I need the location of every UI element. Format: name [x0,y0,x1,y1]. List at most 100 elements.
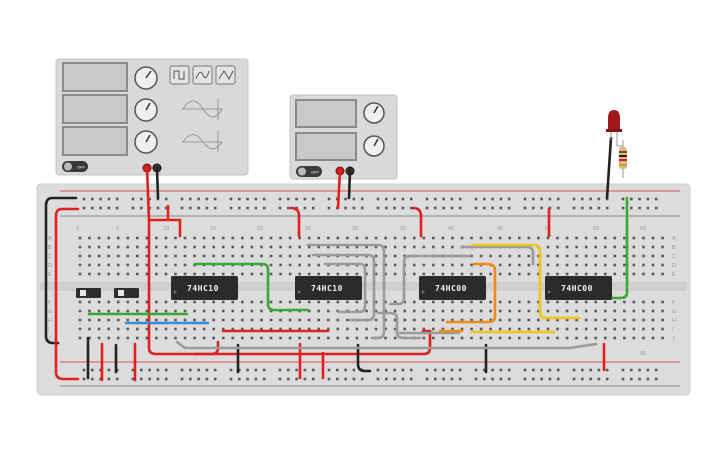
breadboard-hole[interactable] [221,318,225,322]
rail-hole[interactable] [164,377,168,381]
rail-hole[interactable] [156,377,160,381]
rail-hole[interactable] [450,368,454,372]
breadboard-hole[interactable] [603,272,607,276]
breadboard-hole[interactable] [241,309,244,313]
breadboard-hole[interactable] [537,236,540,240]
breadboard-hole[interactable] [584,254,588,258]
rail-hole[interactable] [523,197,527,201]
breadboard-hole[interactable] [126,336,130,340]
breadboard-hole[interactable] [451,272,454,276]
rail-hole[interactable] [589,197,592,201]
breadboard-hole[interactable] [527,254,531,258]
rail-hole[interactable] [474,377,478,381]
breadboard-hole[interactable] [307,245,311,249]
breadboard-hole[interactable] [584,309,588,313]
breadboard-hole[interactable] [269,336,273,340]
breadboard-hole[interactable] [269,236,273,240]
breadboard-hole[interactable] [384,236,387,240]
breadboard-hole[interactable] [298,272,301,276]
breadboard-hole[interactable] [279,318,282,322]
rail-hole[interactable] [474,197,478,201]
breadboard-hole[interactable] [603,309,607,313]
rail-hole[interactable] [523,206,527,210]
breadboard-hole[interactable] [393,327,397,331]
breadboard-hole[interactable] [298,245,301,249]
breadboard-hole[interactable] [212,245,215,249]
breadboard-hole[interactable] [164,272,168,276]
breadboard-hole[interactable] [346,318,349,322]
breadboard-hole[interactable] [279,336,282,340]
breadboard-hole[interactable] [221,336,225,340]
breadboard-hole[interactable] [317,309,321,313]
breadboard-hole[interactable] [518,272,521,276]
rail-hole[interactable] [213,206,217,210]
breadboard-hole[interactable] [269,263,273,267]
rail-hole[interactable] [393,377,396,381]
breadboard-hole[interactable] [155,254,158,258]
breadboard-hole[interactable] [584,272,588,276]
rail-hole[interactable] [91,197,94,201]
breadboard-hole[interactable] [107,272,110,276]
rail-hole[interactable] [507,206,511,210]
rail-hole[interactable] [238,377,241,381]
breadboard-hole[interactable] [489,272,492,276]
breadboard-hole[interactable] [498,272,502,276]
wire-gray-1[interactable] [306,243,386,340]
breadboard-hole[interactable] [556,300,559,304]
power-supply[interactable]: OFF [289,94,398,180]
breadboard-hole[interactable] [623,254,626,258]
breadboard-hole[interactable] [116,254,120,258]
breadboard-hole[interactable] [441,300,445,304]
rail-hole[interactable] [91,377,94,381]
rail-hole[interactable] [246,206,249,210]
rail-hole[interactable] [556,377,560,381]
rail-hole[interactable] [376,368,380,372]
breadboard-hole[interactable] [565,327,569,331]
breadboard-hole[interactable] [107,300,110,304]
breadboard-hole[interactable] [212,318,215,322]
breadboard-hole[interactable] [623,272,626,276]
breadboard-hole[interactable] [260,318,263,322]
fg-power-switch[interactable]: OFF [62,161,88,172]
breadboard-hole[interactable] [221,245,225,249]
breadboard-hole[interactable] [613,327,617,331]
breadboard-hole[interactable] [336,272,340,276]
breadboard-hole[interactable] [412,300,416,304]
breadboard-hole[interactable] [155,236,158,240]
breadboard-hole[interactable] [241,272,244,276]
breadboard-hole[interactable] [594,263,597,267]
breadboard-hole[interactable] [451,236,454,240]
rail-hole[interactable] [442,368,445,372]
breadboard-hole[interactable] [575,263,578,267]
wires[interactable] [44,136,629,382]
breadboard-hole[interactable] [422,327,426,331]
breadboard-hole[interactable] [250,236,254,240]
rail-hole[interactable] [140,197,143,201]
breadboard-hole[interactable] [384,245,387,249]
breadboard-hole[interactable] [613,300,617,304]
rail-hole[interactable] [589,206,592,210]
rail-hole[interactable] [278,377,282,381]
wire-gray-4[interactable] [388,254,472,306]
breadboard-hole[interactable] [241,236,244,240]
rail-hole[interactable] [572,377,576,381]
breadboard-hole[interactable] [537,272,540,276]
rail-hole[interactable] [385,368,388,372]
breadboard-hole[interactable] [279,272,282,276]
rail-hole[interactable] [548,197,552,201]
breadboard-hole[interactable] [470,336,473,340]
breadboard-hole[interactable] [508,309,512,313]
breadboard-hole[interactable] [451,318,454,322]
breadboard-hole[interactable] [298,327,301,331]
rail-hole[interactable] [131,377,135,381]
breadboard-hole[interactable] [451,263,454,267]
breadboard-hole[interactable] [145,254,149,258]
breadboard-hole[interactable] [613,254,617,258]
breadboard-hole[interactable] [88,263,91,267]
breadboard-hole[interactable] [116,327,120,331]
breadboard-hole[interactable] [307,236,311,240]
breadboard-hole[interactable] [508,236,512,240]
breadboard-hole[interactable] [642,254,645,258]
breadboard-hole[interactable] [460,236,464,240]
